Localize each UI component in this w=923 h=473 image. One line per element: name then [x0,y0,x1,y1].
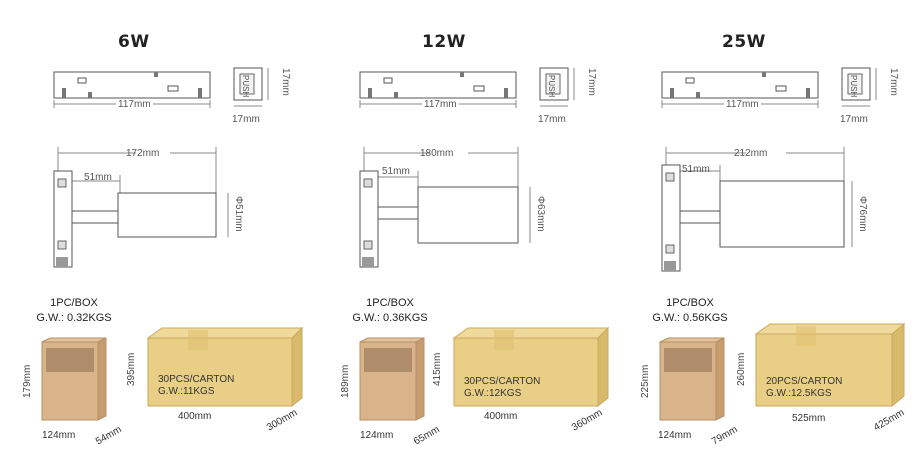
box-gw: G.W.: 0.36KGS [352,312,428,324]
length-label: 180mm [420,148,454,159]
box-gw: G.W.: 0.32KGS [36,312,112,324]
side-width-label: 17mm [538,114,566,125]
carton-gw: G.W.:11KGS [158,386,215,397]
wattage-title: 6W [118,32,150,52]
side-label: PUSH [849,75,858,98]
carton-box [452,326,610,408]
box-info: 1PC/BOX G.W.: 0.56KGS [640,296,740,326]
box-depth-label: 65mm [412,424,442,448]
carton-info: 30PCS/CARTON G.W.:11KGS [158,374,234,398]
diameter-label: Φ51mm [233,196,244,232]
box-depth-label: 79mm [710,424,740,448]
profile-view-drawing [359,147,531,268]
side-height-label: 17mm [280,68,291,96]
side-label: PUSH [547,75,556,98]
retail-box [41,337,107,421]
product-column-12w: 12W 117mm PUSH 17mm 17mm 180mm 5 [306,0,610,473]
top-view-drawing [53,71,211,108]
stem-label: 51mm [84,172,112,183]
stem-label: 51mm [682,164,710,175]
carton-box [146,326,304,408]
side-height-label: 17mm [586,68,597,96]
carton-width-label: 525mm [792,413,826,424]
box-height-label: 225mm [640,364,651,398]
carton-gw: G.W.:12KGS [464,388,522,399]
box-width-label: 124mm [42,430,76,441]
top-width-label: 117mm [724,99,761,110]
carton-height-label: 415mm [432,352,443,386]
diameter-label: Φ76mm [857,196,868,232]
top-width-label: 117mm [116,99,153,110]
side-width-label: 17mm [232,114,260,125]
carton-height-label: 395mm [126,352,137,386]
carton-width-label: 400mm [178,411,212,422]
carton-info: 30PCS/CARTON G.W.:12KGS [464,376,540,400]
wattage-title: 12W [422,32,466,52]
side-end-view [841,67,877,107]
box-info: 1PC/BOX G.W.: 0.32KGS [24,296,124,326]
product-column-6w: 6W 117mm PUSH 17mm 17mm 1 [0,0,304,473]
side-height-label: 17mm [888,68,899,96]
box-height-label: 179mm [22,364,33,398]
length-label: 212mm [734,148,768,159]
stem-label: 51mm [382,166,410,177]
retail-box [659,337,725,421]
carton-width-label: 400mm [484,411,518,422]
box-depth-label: 54mm [94,424,124,448]
box-pcs: 1PC/BOX [666,297,714,309]
side-end-view [233,67,269,107]
diameter-label: Φ63mm [535,196,546,232]
side-label: PUSH [241,75,250,98]
length-label: 172mm [126,148,160,159]
carton-pcs: 20PCS/CARTON [766,376,843,387]
product-column-25w: 25W 117mm PUSH 17mm 17mm 212mm 5 [610,0,910,473]
box-height-label: 189mm [340,364,351,398]
carton-height-label: 260mm [736,352,747,386]
carton-pcs: 30PCS/CARTON [464,376,541,387]
carton-gw: G.W.:12.5KGS [766,388,832,399]
carton-info: 20PCS/CARTON G.W.:12.5KGS [766,376,842,400]
box-gw: G.W.: 0.56KGS [652,312,728,324]
side-end-view [539,67,575,107]
top-view-drawing [661,71,819,108]
retail-box [359,337,425,421]
box-width-label: 124mm [360,430,394,441]
box-info: 1PC/BOX G.W.: 0.36KGS [340,296,440,326]
top-width-label: 117mm [422,99,459,110]
wattage-title: 25W [722,32,766,52]
profile-view-drawing [53,147,229,268]
box-width-label: 124mm [658,430,692,441]
profile-view-drawing [661,147,853,272]
box-pcs: 1PC/BOX [366,297,414,309]
top-view-drawing [359,71,517,108]
side-width-label: 17mm [840,114,868,125]
carton-box [754,322,906,408]
carton-pcs: 30PCS/CARTON [158,374,235,385]
box-pcs: 1PC/BOX [50,297,98,309]
